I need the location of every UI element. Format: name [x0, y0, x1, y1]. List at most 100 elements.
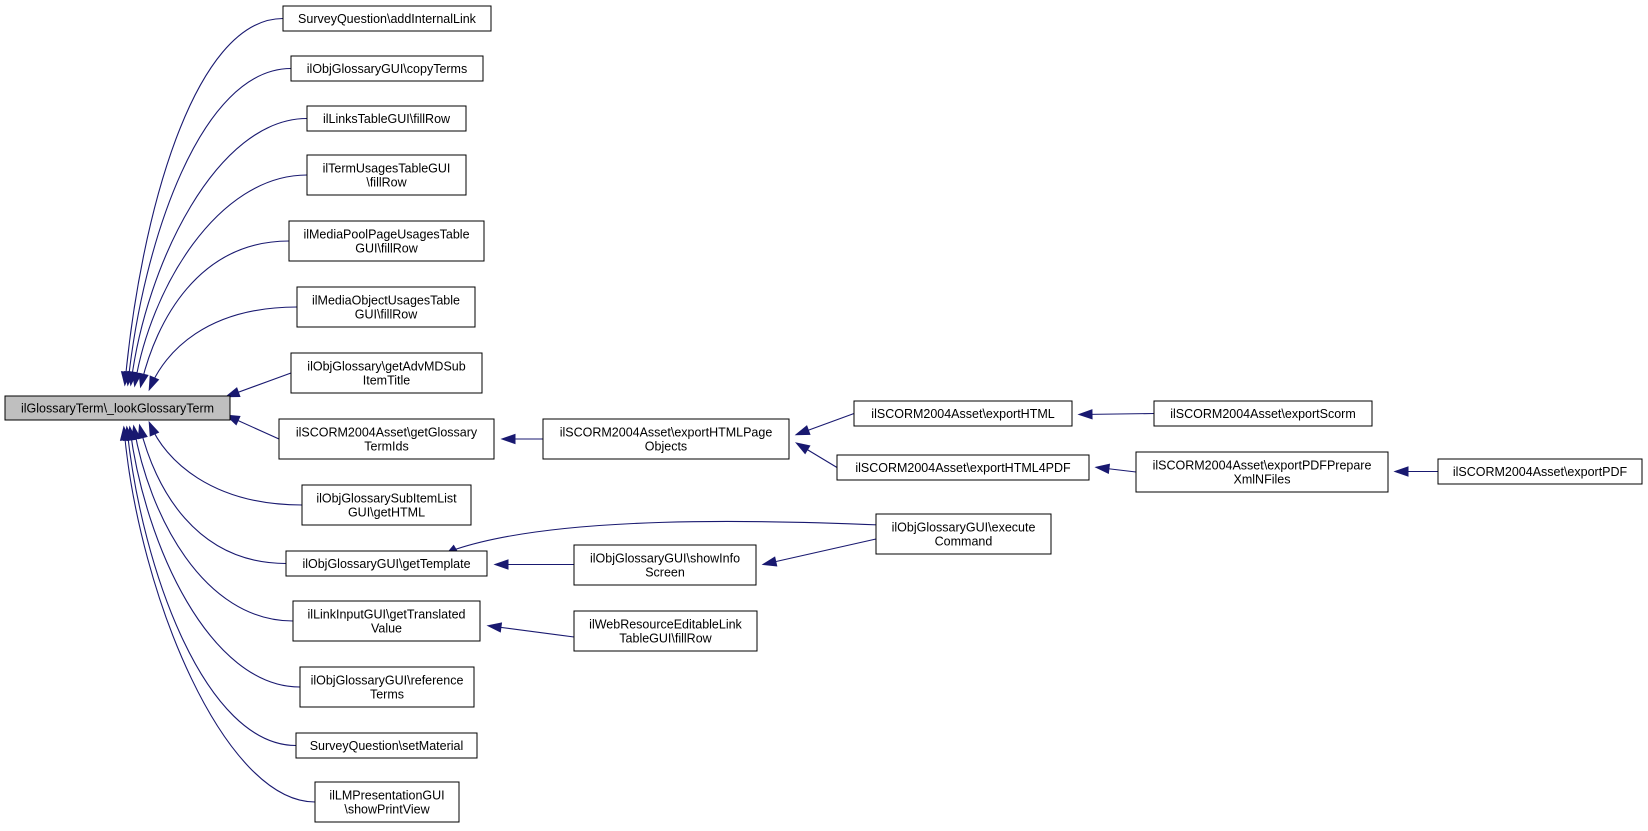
function-node[interactable]: ilObjGlossaryGUI\copyTerms: [290, 55, 484, 82]
edge-n11-to-root: [130, 424, 294, 622]
node-box: [282, 5, 492, 32]
node-label: SurveyQuestion\setMaterial: [310, 739, 464, 753]
edge-line: [124, 17, 284, 384]
node-label: ilMediaPoolPageUsagesTable: [303, 228, 469, 242]
edge-line: [149, 306, 298, 389]
function-node[interactable]: ilWebResourceEditableLinkTableGUI\fillRo…: [573, 610, 758, 652]
edge-line: [130, 117, 308, 384]
node-label: ilLMPresentationGUI: [329, 789, 444, 803]
arrowhead: [148, 375, 160, 392]
edge-line: [129, 428, 301, 688]
node-label: ilTermUsagesTableGUI: [323, 162, 451, 176]
node-label: Objects: [645, 440, 687, 454]
function-node[interactable]: ilLinksTableGUI\fillRow: [306, 105, 467, 132]
node-label: TableGUI\fillRow: [619, 632, 712, 646]
edge-e2-to-m1: [794, 442, 838, 468]
node-label: ilSCORM2004Asset\exportHTMLPage: [560, 426, 773, 440]
node-label: ilObjGlossaryGUI\showInfo: [590, 552, 740, 566]
node-box: [853, 400, 1073, 427]
edge-line: [149, 423, 303, 506]
arrowhead: [148, 420, 160, 437]
edge-m1-to-n8: [500, 433, 543, 445]
arrowhead: [137, 423, 148, 440]
function-node[interactable]: ilSCORM2004Asset\exportScorm: [1153, 400, 1373, 427]
edge-e3-to-m2: [761, 538, 877, 567]
edge-f2-to-e2: [1094, 463, 1137, 475]
edge-n3-to-root: [127, 117, 308, 387]
edge-m3-to-n11: [486, 622, 575, 638]
node-box: [314, 781, 460, 823]
node-box: [306, 154, 467, 196]
node-box: [1135, 451, 1389, 493]
node-box: [1153, 400, 1373, 427]
edge-line: [139, 426, 287, 565]
arrowhead: [500, 433, 516, 445]
node-box: [573, 610, 758, 652]
function-node[interactable]: ilSCORM2004Asset\exportHTML4PDF: [836, 454, 1090, 481]
arrowhead: [1077, 409, 1093, 420]
node-box: [875, 513, 1052, 555]
function-node[interactable]: ilSCORM2004Asset\exportPDF: [1437, 458, 1643, 485]
node-label: ilSCORM2004Asset\exportPDFPrepare: [1153, 459, 1372, 473]
node-box: [299, 666, 475, 708]
function-node[interactable]: ilSCORM2004Asset\exportHTML: [853, 400, 1073, 427]
node-label: ilSCORM2004Asset\getGlossary: [296, 426, 478, 440]
node-label: XmlNFiles: [1234, 473, 1291, 487]
node-label: TermIds: [364, 440, 408, 454]
node-box: [290, 55, 484, 82]
arrowhead: [493, 559, 509, 570]
node-label: Command: [935, 535, 993, 549]
edge-g1-to-f2: [1393, 466, 1438, 477]
nodes-layer: ilGlossaryTerm\_lookGlossaryTermSurveyQu…: [4, 5, 1643, 823]
root-node[interactable]: ilGlossaryTerm\_lookGlossaryTerm: [4, 395, 231, 421]
node-label: SurveyQuestion\addInternalLink: [298, 12, 477, 26]
node-label: ilGlossaryTerm\_lookGlossaryTerm: [21, 402, 214, 416]
edge-n6-to-root: [148, 306, 298, 392]
edge-n14-to-root: [119, 425, 316, 803]
arrowhead: [794, 442, 811, 455]
edge-line: [1080, 412, 1155, 416]
node-box: [836, 454, 1090, 481]
node-box: [285, 550, 488, 577]
edge-line: [127, 67, 292, 384]
node-label: \showPrintView: [344, 803, 430, 817]
node-label: ilSCORM2004Asset\exportHTML4PDF: [855, 461, 1071, 475]
node-label: Screen: [645, 566, 685, 580]
function-node[interactable]: ilTermUsagesTableGUI\fillRow: [306, 154, 467, 196]
function-node[interactable]: SurveyQuestion\setMaterial: [295, 732, 478, 759]
function-node[interactable]: ilObjGlossaryGUI\getTemplate: [285, 550, 488, 577]
node-label: ilLinkInputGUI\getTranslated: [308, 608, 466, 622]
node-label: ilObjGlossaryGUI\reference: [311, 674, 464, 688]
edge-n10-to-root: [137, 423, 287, 565]
arrowhead: [119, 425, 131, 441]
node-box: [573, 544, 757, 586]
edge-line: [140, 240, 290, 386]
node-label: ilObjGlossaryGUI\getTemplate: [302, 557, 470, 571]
edge-n4-to-root: [131, 174, 308, 388]
node-label: ilWebResourceEditableLink: [589, 618, 742, 632]
function-node[interactable]: ilSCORM2004Asset\exportPDFPrepareXmlNFil…: [1135, 451, 1389, 493]
node-label: ilObjGlossarySubItemList: [316, 492, 457, 506]
node-box: [296, 286, 476, 328]
function-node[interactable]: ilLMPresentationGUI\showPrintView: [314, 781, 460, 823]
edge-n7-to-root: [224, 372, 292, 398]
arrowhead: [1094, 463, 1111, 475]
edge-line: [126, 428, 297, 747]
function-node[interactable]: SurveyQuestion\addInternalLink: [282, 5, 492, 32]
node-label: ilObjGlossaryGUI\execute: [892, 521, 1036, 535]
edge-f1-to-e1: [1077, 409, 1155, 420]
node-label: \fillRow: [366, 176, 407, 190]
arrowhead: [794, 425, 811, 436]
node-label: Terms: [370, 688, 404, 702]
edge-n8-to-root: [224, 414, 280, 440]
